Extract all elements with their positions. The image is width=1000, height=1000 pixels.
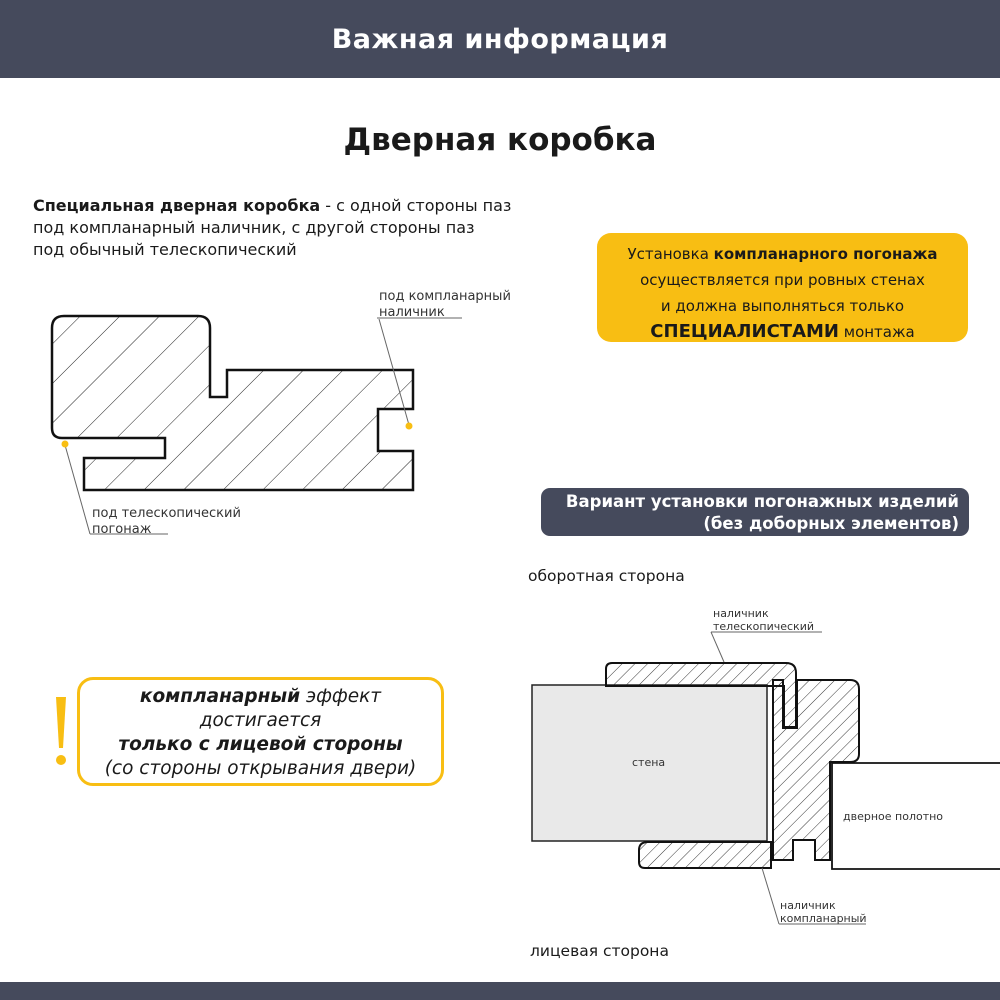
variant-line1: Вариант установки погонажных изделий [565, 492, 959, 511]
note-line1-bold: компланарного погонажа [713, 245, 938, 263]
casing-tel-line1: наличник [713, 607, 769, 620]
intro-text: Специальная дверная коробка - с одной ст… [33, 195, 573, 261]
frame-profile-shape [50, 314, 415, 492]
casing-tel-label: наличник телескопический [713, 607, 814, 633]
casing-cop-label: наличник компланарный [780, 899, 867, 925]
footer-bar [0, 982, 1000, 1000]
callout-line4: (со стороны открывания двери) [104, 758, 417, 779]
telescopic-label: под телескопический погонаж [92, 506, 241, 538]
telescopic-marker-dot [61, 440, 69, 448]
intro-line1: - с одной стороны паз [320, 196, 512, 215]
header-title: Важная информация [331, 24, 669, 55]
coplanar-effect-callout: компланарный эффект достигается только с… [77, 677, 444, 786]
door-leaf-label: дверное полотно [843, 810, 944, 823]
note-line3: и должна выполняться только [660, 297, 905, 315]
telescopic-leader-diag [64, 444, 91, 535]
note-line1-pre: Установка [627, 245, 714, 263]
callout-line3-bold: только с лицевой стороны [118, 734, 403, 755]
wall-label: стена [632, 756, 666, 769]
coplanar-label-line1: под компланарный [379, 289, 511, 304]
intro-line2: под компланарный наличник, с другой стор… [33, 218, 475, 237]
installed-frame-shape [772, 679, 860, 861]
front-side-label: лицевая сторона [530, 942, 669, 960]
door-leaf-shape [831, 762, 1000, 870]
casing-cop-line1: наличник [780, 899, 836, 912]
casing-cop-leader-diag [761, 867, 780, 925]
back-side-label: оборотная сторона [528, 567, 685, 585]
note-line2: осуществляется при ровных стенах [640, 271, 925, 289]
casing-tel-line2: телескопический [713, 620, 814, 633]
telescopic-label-line1: под телескопический [92, 506, 241, 521]
note-line4-rest: монтажа [838, 323, 915, 341]
variant-title: Вариант установки погонажных изделий (бе… [541, 488, 969, 536]
callout-line1-bold: компланарный [139, 686, 301, 707]
coplanar-leader-diag [378, 318, 410, 426]
coplanar-label: под компланарный наличник [379, 289, 511, 321]
wall-block [531, 684, 768, 842]
casing-tel-leader-diag [710, 631, 725, 663]
page-title: Дверная коробка [343, 122, 657, 158]
callout-line1-rest: эффект [300, 686, 382, 707]
telescopic-label-line2: погонаж [92, 522, 152, 537]
header-bar: Важная информация [0, 0, 1000, 78]
coplanar-label-line2: наличник [379, 305, 445, 320]
exclamation-dot [56, 755, 66, 765]
callout-line2: достигается [199, 710, 322, 731]
coplanar-marker-dot [405, 422, 413, 430]
intro-line3: под обычный телескопический [33, 240, 297, 259]
exclamation-icon [56, 697, 66, 748]
intro-bold: Специальная дверная коробка [33, 196, 321, 215]
casing-cop-line2: компланарный [780, 912, 867, 925]
variant-line2: (без доборных элементов) [703, 514, 959, 533]
note-line4-bold: СПЕЦИАЛИСТАМИ [650, 321, 839, 342]
coplanar-casing-shape [638, 841, 772, 869]
installation-note: Установка компланарного погонажа осущест… [597, 233, 968, 342]
